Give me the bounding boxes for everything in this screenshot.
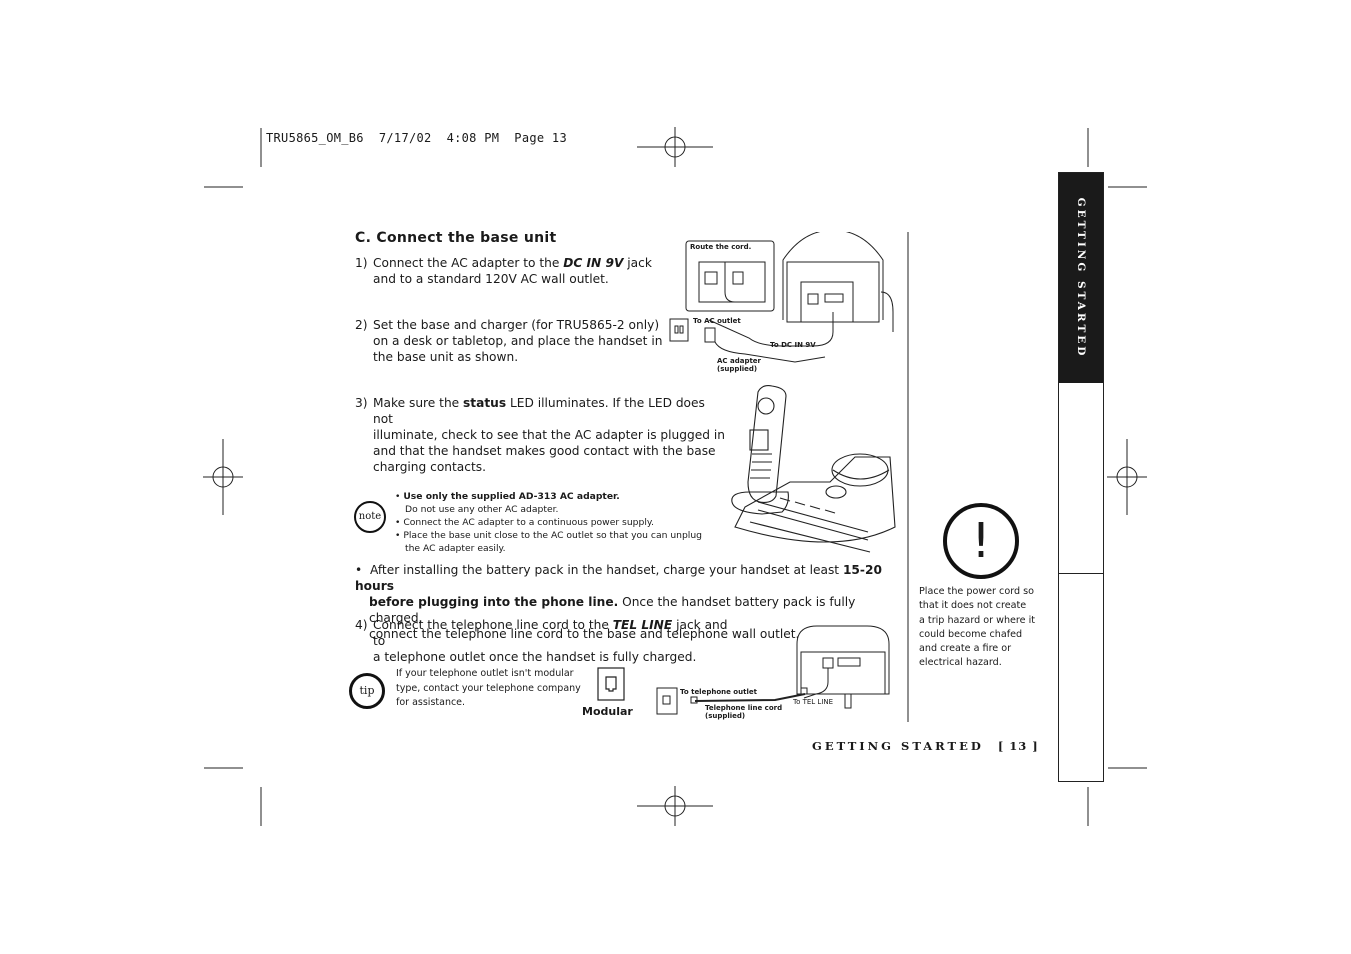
warning-line: and create a fire or	[919, 643, 1012, 655]
step-text: illuminate, check to see that the AC ada…	[373, 428, 725, 442]
modular-label: Modular	[582, 705, 633, 718]
tip-line: If your telephone outlet isn't modular	[396, 668, 574, 679]
bullet-bold: 15-20 hours	[355, 563, 882, 593]
step-text: jack and to	[373, 618, 728, 648]
step-number: 4)	[355, 618, 368, 632]
warning-line: could become chafed	[919, 628, 1023, 640]
tel-outlet-label: To telephone outlet	[680, 688, 757, 696]
registration-mark-right	[1107, 439, 1147, 515]
status-keyword: status	[463, 396, 507, 410]
note-item: Use only the supplied AD-313 AC adapter.	[403, 491, 620, 502]
warning-icon: !	[943, 503, 1019, 579]
bullet-text: connect the telephone line cord to the b…	[369, 627, 800, 641]
step-text: Set the base and charger (for TRU5865-2 …	[373, 318, 660, 332]
bullet-bold: before plugging into the phone line.	[369, 595, 619, 609]
registration-mark-left	[203, 439, 243, 515]
step-number: 1)	[355, 256, 368, 270]
print-header: TRU5865_OM_B6 7/17/02 4:08 PM Page 13	[266, 131, 567, 145]
bullet-text: After installing the battery pack in the…	[369, 563, 843, 577]
note-list: • Use only the supplied AD-313 AC adapte…	[395, 490, 725, 555]
page-number: [ 13 ]	[997, 739, 1039, 753]
tip-line: for assistance.	[396, 697, 466, 708]
registration-mark-top	[637, 127, 713, 167]
page-footer: GETTING STARTED [ 13 ]	[812, 739, 1039, 753]
charge-bullet: • After installing the battery pack in t…	[355, 562, 900, 642]
modular-jack-icon	[597, 667, 625, 701]
sidebar-divider	[1059, 573, 1103, 574]
step-text: LED illuminates. If the LED does not	[373, 396, 705, 426]
step-1: 1) Connect the AC adapter to the DC IN 9…	[355, 255, 655, 287]
section-sidebar: GETTING STARTED	[1058, 172, 1104, 782]
jack-name: TEL LINE	[612, 618, 673, 632]
step-text: Connect the AC adapter to the	[373, 256, 564, 270]
step-number: 2)	[355, 318, 368, 332]
registration-mark-bottom	[637, 786, 713, 826]
sidebar-tab: GETTING STARTED	[1059, 173, 1103, 383]
warning-text: Place the power cord so that it does not…	[919, 585, 1039, 671]
warning-line: electrical hazard.	[919, 657, 1002, 669]
tel-line-label: To TEL LINE	[793, 698, 834, 706]
note-item: Do not use any other AC adapter.	[405, 504, 559, 515]
adapter-supplied-label: (supplied)	[717, 365, 758, 373]
note-item: Place the base unit close to the AC outl…	[403, 530, 703, 541]
line-cord-label: Telephone line cord	[705, 704, 783, 712]
step-text: the base unit as shown.	[373, 350, 519, 364]
bullet-text: Once the handset battery pack is fully c…	[369, 595, 856, 625]
jack-name: DC IN 9V	[563, 256, 624, 270]
dc-in-label: To DC IN 9V	[770, 341, 816, 349]
ac-outlet-label: To AC outlet	[693, 317, 741, 325]
section-title: C. Connect the base unit	[355, 230, 557, 246]
line-cord-supplied-label: (supplied)	[705, 712, 746, 720]
sidebar-tab-label: GETTING STARTED	[1075, 197, 1087, 359]
step-4: 4) Connect the telephone line cord to th…	[355, 617, 735, 665]
step-text: jack	[623, 256, 652, 270]
warning-line: Place the power cord so	[919, 586, 1034, 597]
figure-tel-line: To telephone outlet Telephone line cord …	[655, 624, 895, 724]
tip-text: If your telephone outlet isn't modular t…	[396, 667, 581, 711]
tip-icon: tip	[349, 673, 385, 709]
step-3: 3) Make sure the status LED illuminates.…	[355, 395, 725, 475]
step-text: charging contacts.	[373, 460, 486, 474]
step-text: Make sure the	[373, 396, 464, 410]
step-text: and that the handset makes good contact …	[373, 444, 716, 458]
step-text: on a desk or tabletop, and place the han…	[373, 334, 663, 348]
note-item: the AC adapter easily.	[405, 543, 506, 554]
step-text: Connect the telephone line cord to the	[373, 618, 613, 632]
step-number: 3)	[355, 396, 368, 410]
step-2: 2) Set the base and charger (for TRU5865…	[355, 317, 665, 365]
phone-base-illustration	[731, 385, 896, 553]
step-text: a telephone outlet once the handset is f…	[373, 650, 697, 664]
warning-line: that it does not create	[919, 600, 1027, 612]
adapter-label: AC adapter	[717, 357, 762, 365]
tip-line: type, contact your telephone company	[396, 682, 581, 694]
note-item: Connect the AC adapter to a continuous p…	[403, 517, 654, 528]
route-cord-label: Route the cord.	[690, 243, 752, 251]
figure-ac-connection: Route the cord. To AC outlet To DC IN 9V…	[665, 232, 900, 377]
note-icon: note	[354, 501, 386, 533]
step-text: and to a standard 120V AC wall outlet.	[373, 272, 609, 286]
warning-line: a trip hazard or where it	[919, 614, 1036, 626]
footer-section: GETTING STARTED	[812, 739, 984, 753]
